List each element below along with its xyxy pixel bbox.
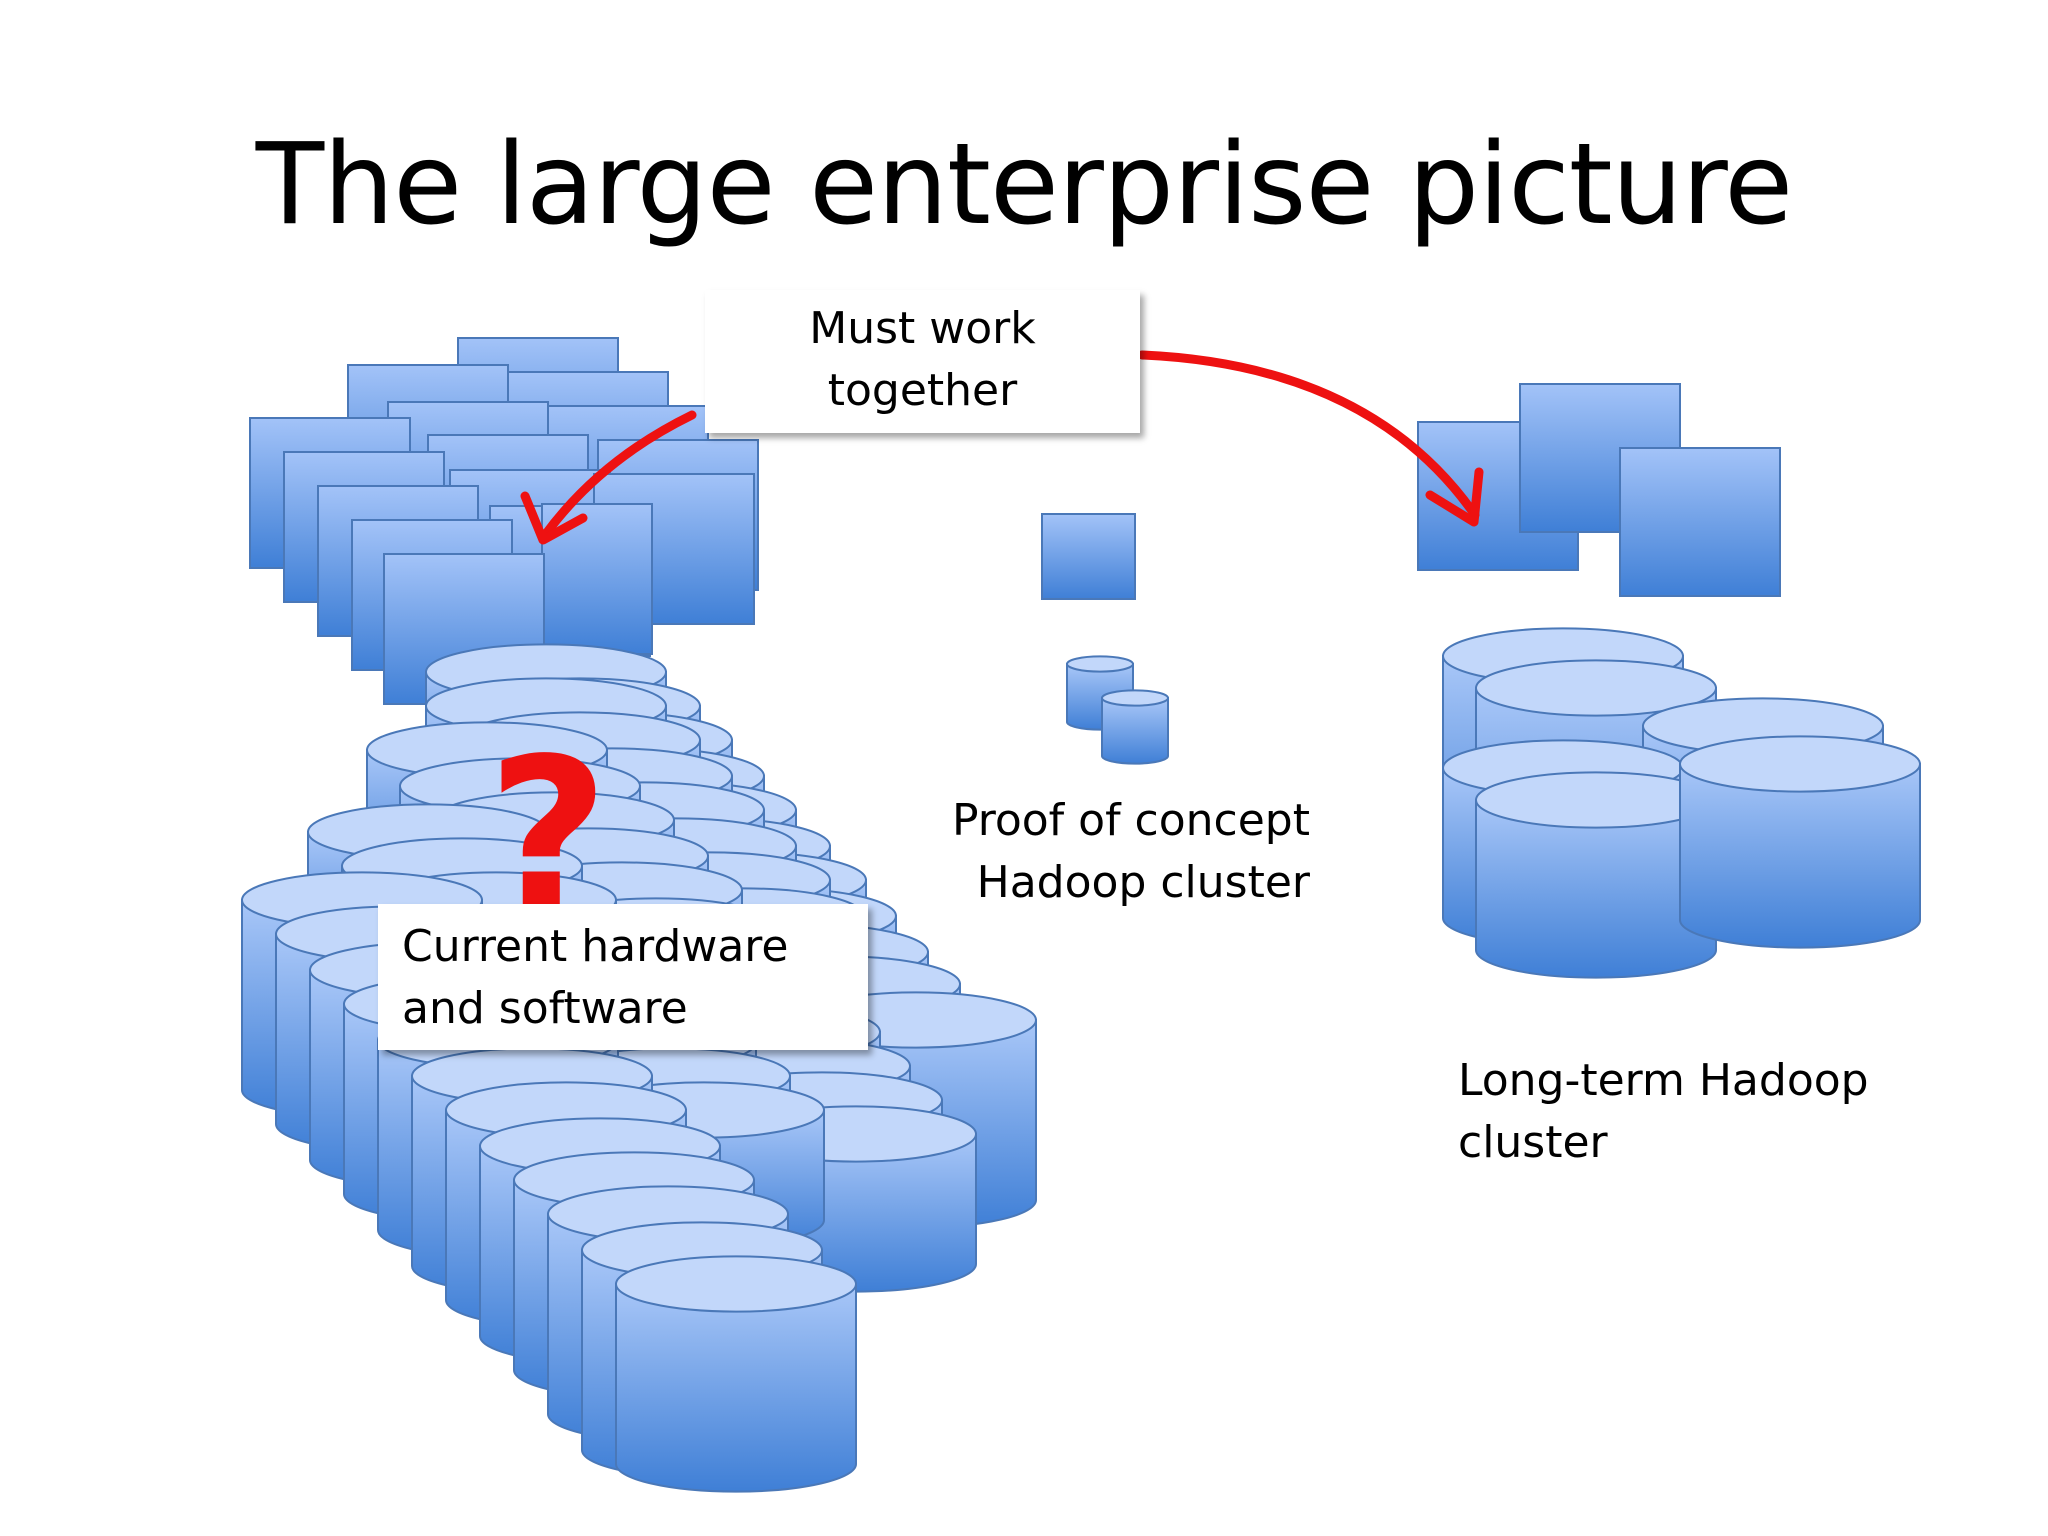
current-line-2: and software: [402, 983, 688, 1034]
must-work-line-2: together: [827, 365, 1018, 416]
arrow-to-current: [540, 410, 697, 540]
longterm-disks-group: [1442, 627, 1921, 979]
server-box: [1041, 513, 1136, 600]
poc-cluster-group: [1041, 513, 1169, 765]
current-hardware-callout: Current hardware and software: [378, 904, 868, 1050]
poc-line-1: Proof of concept: [951, 795, 1310, 846]
arrow-to-current-head: [520, 491, 588, 545]
must-work-together-callout: Must work together: [705, 290, 1140, 433]
longterm-line-2: cluster: [1458, 1117, 1608, 1168]
current-disks-group: [241, 643, 1037, 1493]
must-work-line-1: Must work: [809, 303, 1036, 354]
disk-cylinder: [615, 1255, 857, 1493]
disk-cylinder: [1101, 689, 1169, 765]
longterm-cluster-label: Long-term Hadoop cluster: [1458, 1050, 1869, 1174]
arrows-group: [520, 350, 1484, 545]
server-box: [1619, 447, 1781, 597]
poc-cluster-label: Proof of concept Hadoop cluster: [930, 790, 1310, 914]
arrow-to-longterm: [1137, 350, 1480, 520]
current-line-1: Current hardware: [402, 921, 789, 972]
current-servers-group: [249, 337, 759, 705]
disk-cylinder: [1475, 771, 1717, 979]
poc-line-2: Hadoop cluster: [976, 857, 1310, 908]
arrow-to-longterm-head: [1425, 467, 1484, 527]
slide-title: The large enterprise picture: [255, 120, 1793, 250]
longterm-servers-group: [1417, 383, 1781, 597]
longterm-line-1: Long-term Hadoop: [1458, 1055, 1869, 1106]
disk-cylinder: [1679, 735, 1921, 949]
